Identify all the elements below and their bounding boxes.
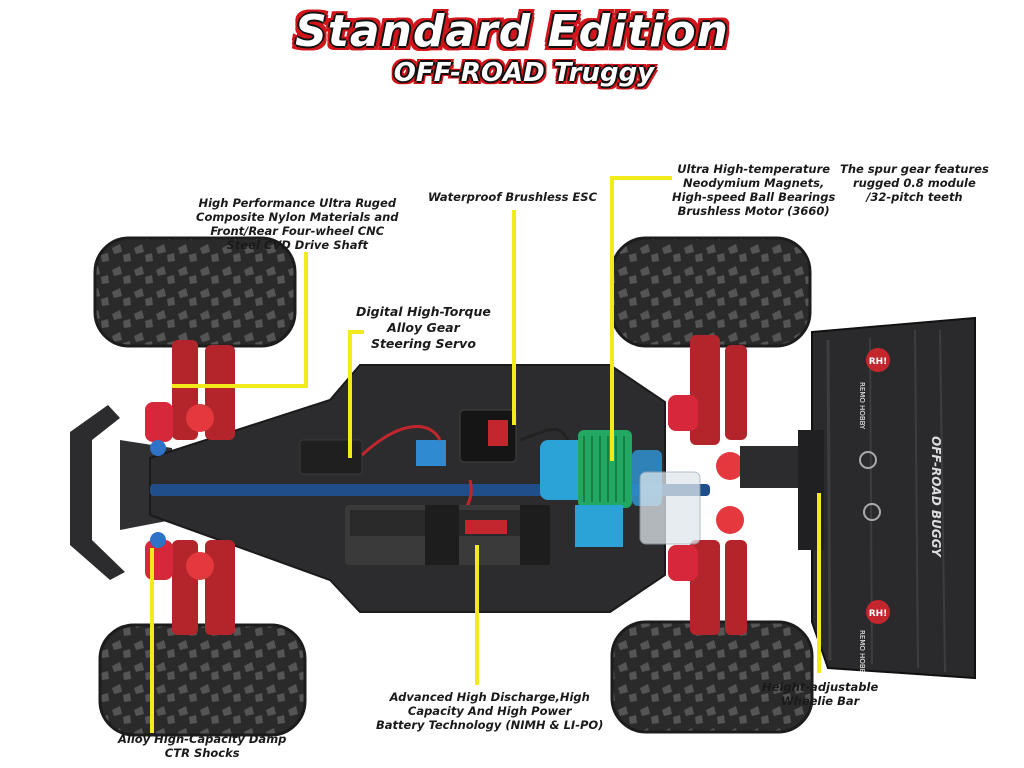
title-main: Standard Edition xyxy=(295,6,729,57)
wing-decal-text: OFF-ROAD BUGGY xyxy=(929,436,943,558)
callout-motor: Ultra High-temperature Neodymium Magnets… xyxy=(672,162,835,218)
callout-shocks-line-2: CTR Shocks xyxy=(164,746,240,760)
callout-servo-line-3: Steering Servo xyxy=(370,336,476,351)
wing-brand-text-top: REMO HOBBY xyxy=(858,382,866,430)
callout-servo-line-1: Digital High-Torque xyxy=(356,304,491,319)
front-bumper xyxy=(70,405,125,580)
callout-battery-line-3: Battery Technology (NIMH & LI-PO) xyxy=(376,718,604,732)
callout-wheelie-bar-line-1: Height-adjustable xyxy=(762,680,879,694)
front-suspension xyxy=(172,340,235,635)
callout-shocks: Alloy High-Capacity Damp CTR Shocks xyxy=(118,732,286,760)
callout-motor-line-2: Neodymium Magnets, xyxy=(683,176,825,190)
leader-line-shocks xyxy=(150,548,154,733)
leader-line-esc xyxy=(512,210,516,425)
wing-brand-bottom: RH! xyxy=(869,609,888,619)
brushless-motor xyxy=(540,430,701,545)
callout-shocks-line-1: Alloy High-Capacity Damp xyxy=(118,732,287,746)
callout-drive-shaft-line-2: Composite Nylon Materials and xyxy=(196,210,399,224)
callout-drive-shaft: High Performance Ultra Ruged Composite N… xyxy=(196,196,399,252)
steering-servo xyxy=(299,439,363,475)
callout-drive-shaft-line-3: Front/Rear Four-wheel CNC xyxy=(210,224,385,238)
wing-brand-text-bottom: REMO HOBBY xyxy=(858,630,866,678)
leader-line-battery xyxy=(475,545,479,685)
battery-pack xyxy=(345,505,550,565)
leader-line-drive-shaft-h xyxy=(172,384,308,388)
callout-battery-line-2: Capacity And High Power xyxy=(407,704,572,718)
callout-motor-line-3: High-speed Ball Bearings xyxy=(672,190,836,204)
callout-spur-gear-line-2: rugged 0.8 module xyxy=(853,176,976,190)
front-right-tire xyxy=(98,623,307,737)
callout-battery: Advanced High Discharge,High Capacity An… xyxy=(376,690,603,732)
wing-brand-top: RH! xyxy=(869,357,888,367)
leader-line-drive-shaft xyxy=(304,252,308,387)
callout-spur-gear-line-3: /32-pitch teeth xyxy=(866,190,963,204)
leader-line-motor xyxy=(610,176,614,461)
callout-spur-gear: The spur gear features rugged 0.8 module… xyxy=(840,162,989,204)
callout-servo: Digital High-Torque Alloy Gear Steering … xyxy=(356,304,491,352)
leader-line-motor-h xyxy=(610,176,672,180)
leader-line-servo-h xyxy=(348,330,364,334)
leader-line-wheelie xyxy=(817,493,821,673)
callout-drive-shaft-line-4: Steel CVD Drive Shaft xyxy=(226,238,368,252)
callout-motor-line-1: Ultra High-temperature xyxy=(677,162,831,176)
callout-wheelie-bar: Height-adjustable Wheelie Bar xyxy=(762,680,878,708)
front-left-tire xyxy=(93,236,297,348)
callout-motor-line-4: Brushless Motor (3660) xyxy=(677,204,830,218)
callout-wheelie-bar-line-2: Wheelie Bar xyxy=(780,694,860,708)
callout-spur-gear-line-1: The spur gear features xyxy=(840,162,989,176)
rear-right-tire xyxy=(610,620,814,734)
callout-servo-line-2: Alloy Gear xyxy=(387,320,460,335)
rear-suspension xyxy=(668,335,747,635)
callout-drive-shaft-line-1: High Performance Ultra Ruged xyxy=(198,196,397,210)
callout-esc: Waterproof Brushless ESC xyxy=(428,190,597,204)
leader-line-servo xyxy=(348,330,352,458)
callout-battery-line-1: Advanced High Discharge,High xyxy=(389,690,590,704)
rear-left-tire xyxy=(610,236,812,348)
rear-wing: RH! RH! REMO HOBBY REMO HOBBY OFF-ROAD B… xyxy=(811,316,976,680)
callout-esc-line-1: Waterproof Brushless ESC xyxy=(428,190,598,204)
title-sub: OFF-ROAD Truggy xyxy=(393,58,655,88)
